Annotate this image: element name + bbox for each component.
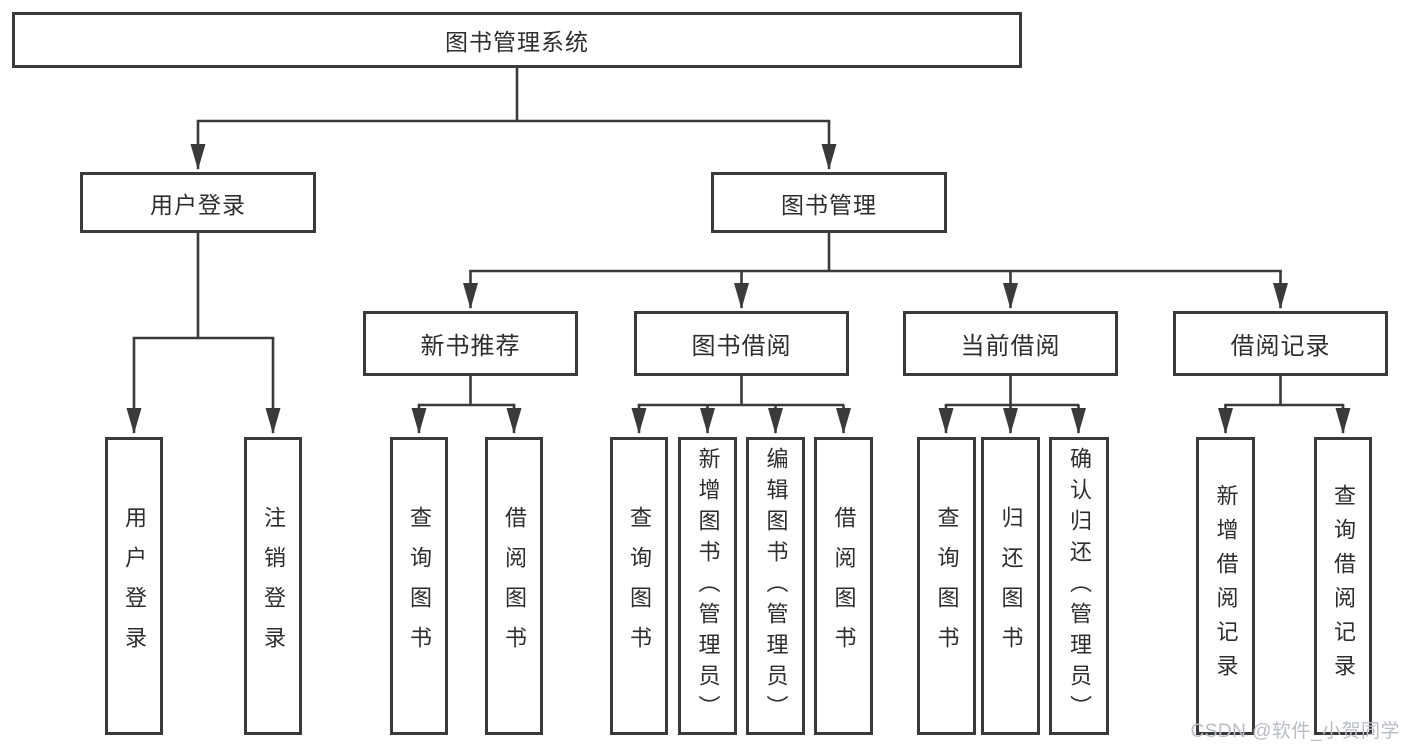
node-leaf-query-book-b: 查询图书: [610, 437, 668, 735]
node-user-login: 用户登录: [80, 172, 316, 233]
node-leaf-borrow-book-a: 借阅图书: [485, 437, 543, 735]
node-leaf-add-book-admin: 新增图书（管理员）: [678, 437, 737, 735]
node-leaf-query-book-a: 查询图书: [390, 437, 448, 735]
node-leaf-query-book-c: 查询图书: [917, 437, 976, 735]
csdn-watermark: CSDN @软件_小贺同学: [1190, 721, 1400, 742]
node-leaf-query-borrow-record: 查询借阅记录: [1314, 437, 1372, 735]
node-leaf-add-borrow-record: 新增借阅记录: [1196, 437, 1255, 735]
node-book-management: 图书管理: [711, 172, 947, 233]
node-current-borrow: 当前借阅: [903, 311, 1118, 376]
node-root: 图书管理系统: [12, 12, 1022, 68]
node-leaf-edit-book-admin: 编辑图书（管理员）: [746, 437, 805, 735]
node-leaf-logout: 注销登录: [244, 437, 302, 735]
node-leaf-return-book: 归还图书: [981, 437, 1040, 735]
node-borrow-record: 借阅记录: [1173, 311, 1388, 376]
node-leaf-user-login: 用户登录: [105, 437, 163, 735]
node-book-borrow: 图书借阅: [634, 311, 849, 376]
node-leaf-confirm-return-admin: 确认归还（管理员）: [1049, 437, 1109, 735]
node-new-book-recommend: 新书推荐: [363, 311, 578, 376]
node-leaf-borrow-book-b: 借阅图书: [814, 437, 873, 735]
